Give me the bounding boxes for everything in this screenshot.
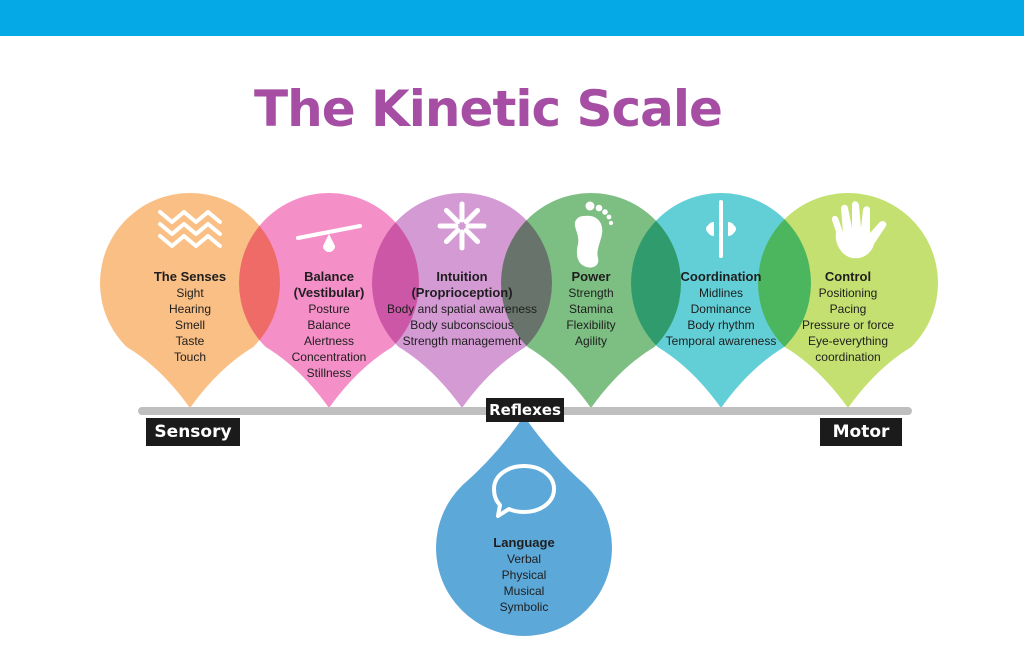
coordination-heading: Coordination (680, 269, 762, 284)
asterisk-icon (437, 201, 487, 251)
list-item: Dominance (690, 302, 752, 316)
intuition-heading: (Proprioception) (411, 285, 513, 300)
motor-label: Motor (820, 418, 902, 446)
list-item: Stamina (568, 302, 614, 316)
speech-bubble-icon (492, 464, 556, 518)
intuition-heading: Intuition (436, 269, 488, 284)
list-item: Body subconscious (410, 318, 514, 332)
list-item: Pressure or force (801, 318, 895, 332)
language-heading: Language (493, 535, 555, 550)
list-item: Strength (568, 286, 614, 300)
power-drop (500, 193, 681, 408)
senses-heading: The Senses (153, 269, 227, 284)
list-item: Strength management (402, 334, 522, 348)
list-item: coordination (815, 350, 881, 364)
list-item: Body and spatial awareness (386, 302, 538, 316)
list-item: Midlines (698, 286, 743, 300)
balance-drop (238, 192, 419, 408)
list-item: Body rhythm (687, 318, 755, 332)
list-item: Alertness (303, 334, 355, 348)
list-item: Verbal (506, 552, 542, 566)
list-item: Sight (176, 286, 204, 300)
list-item: Flexibility (566, 318, 616, 332)
balance-heading: (Vestibular) (293, 285, 365, 300)
senses-drop (99, 193, 280, 408)
list-item: Touch (173, 350, 207, 364)
list-item: Musical (503, 584, 545, 598)
sensory-label: Sensory (146, 418, 240, 446)
list-item: Posture (308, 302, 350, 316)
intuition-drop (372, 193, 552, 408)
hand-icon (831, 201, 887, 259)
top-bar (0, 0, 1024, 36)
seesaw-icon (296, 224, 362, 252)
power-heading: Power (571, 269, 611, 284)
midline-icon (706, 200, 736, 258)
list-item: Symbolic (499, 600, 549, 614)
list-item: Positioning (818, 286, 878, 300)
list-item: Taste (175, 334, 205, 348)
control-drop (757, 193, 938, 408)
list-item: Balance (307, 318, 351, 332)
balance-heading: Balance (304, 269, 354, 284)
list-item: Physical (501, 568, 547, 582)
list-item: Temporal awareness (665, 334, 777, 348)
page-title: The Kinetic Scale (254, 80, 723, 138)
control-heading: Control (824, 269, 872, 284)
list-item: Pacing (829, 302, 867, 316)
list-item: Smell (174, 318, 205, 332)
list-item: Agility (574, 334, 607, 348)
zigzag-waves-icon (158, 210, 222, 248)
reflexes-label: Reflexes (486, 398, 564, 422)
footprint-icon (574, 201, 614, 268)
list-item: Eye-everything (807, 334, 889, 348)
language-drop (436, 416, 612, 636)
list-item: Hearing (168, 302, 212, 316)
list-item: Concentration (291, 350, 367, 364)
intuition-text: Intuition(Proprioception)Body and spatia… (372, 269, 552, 349)
list-item: Stillness (306, 366, 352, 380)
